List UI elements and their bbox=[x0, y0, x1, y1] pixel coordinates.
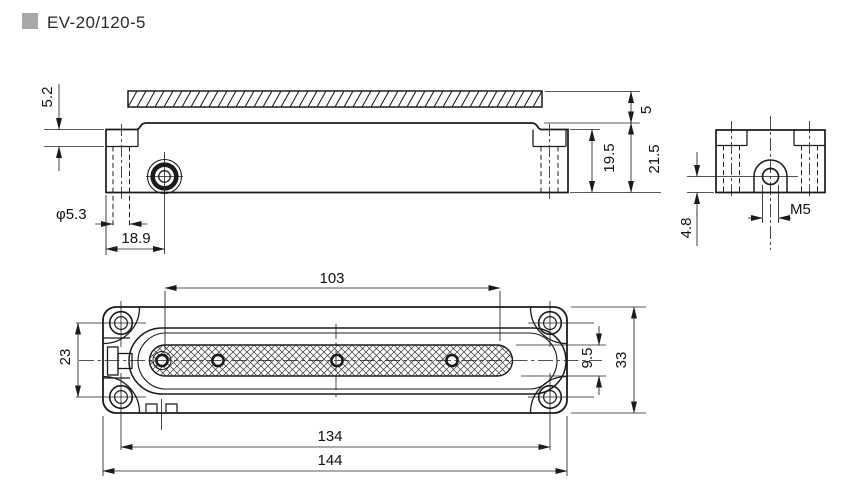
dim-hole-spacing-across: 23 bbox=[57, 349, 74, 366]
dim-thread-size: M5 bbox=[790, 201, 811, 218]
extension-lines bbox=[102, 291, 646, 476]
side-view-labels: 5.2 φ5.3 18.9 5 19.5 21.5 bbox=[39, 87, 663, 247]
plan-view bbox=[75, 285, 646, 476]
dim-pad-thickness: 5 bbox=[638, 106, 655, 114]
foot-detail bbox=[145, 403, 178, 413]
dim-slot-length: 103 bbox=[319, 270, 344, 287]
rubber-pad-section bbox=[127, 90, 543, 108]
corner-pad-arcs bbox=[103, 307, 567, 413]
dim-hole-diameter: φ5.3 bbox=[56, 206, 87, 223]
page-title: EV-20/120-5 bbox=[47, 13, 146, 32]
page-header: EV-20/120-5 bbox=[22, 13, 146, 32]
dim-slot-width: 9.5 bbox=[579, 348, 596, 369]
side-view-dimension-lines bbox=[44, 84, 661, 255]
title-bullet-icon bbox=[22, 13, 38, 29]
side-view bbox=[44, 84, 661, 255]
dim-overall-length: 144 bbox=[317, 452, 342, 469]
plug-stem bbox=[117, 352, 133, 370]
counterbore-centerlines bbox=[121, 124, 550, 200]
recess-outer-stadium bbox=[128, 327, 567, 395]
slot-screw-boss bbox=[152, 351, 172, 370]
dim-body-height: 19.5 bbox=[601, 143, 618, 172]
end-hole-centerlines bbox=[731, 121, 810, 199]
dim-total-height: 21.5 bbox=[646, 144, 663, 173]
left-counterbore bbox=[106, 129, 139, 148]
dim-screw-offset: 18.9 bbox=[121, 230, 150, 247]
block-outline bbox=[715, 129, 826, 194]
end-view bbox=[687, 116, 826, 250]
plan-view-labels: 103 23 9.5 33 134 144 bbox=[57, 270, 630, 469]
end-view-dimension-lines bbox=[687, 152, 791, 246]
screw-section bbox=[146, 152, 183, 254]
dim-counterbore-depth: 5.2 bbox=[39, 87, 56, 108]
end-view-labels: 4.8 M5 bbox=[678, 201, 811, 238]
dim-hole-spacing-along: 134 bbox=[317, 428, 342, 445]
body-outline bbox=[105, 122, 569, 194]
hidden-hole-lines-left bbox=[112, 146, 130, 228]
hole-crosshairs bbox=[76, 301, 594, 450]
recess-inner-stadium bbox=[137, 332, 558, 390]
plan-view-dimension-lines bbox=[75, 285, 646, 476]
dim-hole-center-height: 4.8 bbox=[678, 218, 695, 239]
dim-body-width: 33 bbox=[613, 352, 630, 369]
extension-lines bbox=[687, 185, 779, 246]
plate-outline bbox=[102, 306, 568, 414]
screw-crosshair bbox=[146, 152, 183, 254]
left-channel-lines bbox=[103, 337, 130, 379]
